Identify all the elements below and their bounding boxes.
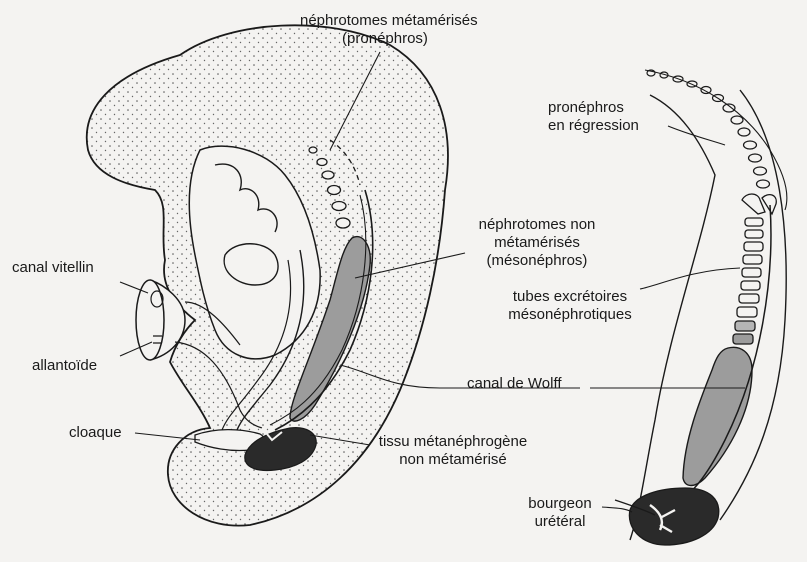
mesonephros-mass — [683, 347, 752, 485]
label-line: non métamérisé — [368, 451, 538, 469]
label-pronephros-regression: pronéphros en régression — [548, 99, 639, 135]
label-tissu-metanephrogene: tissu métanéphrogène non métamérisé — [368, 433, 538, 469]
label-bourgeon-ureteral: bourgeon urétéral — [515, 495, 605, 531]
label-line: mésonéphrotiques — [500, 306, 640, 324]
label-line: urétéral — [515, 513, 605, 531]
metanephros-right — [629, 488, 718, 545]
label-line: en régression — [548, 117, 639, 135]
label-line: métamérisés — [462, 234, 612, 252]
label-nephrotomes-non-metamerises: néphrotomes non métamérisés (mésonéphros… — [462, 216, 612, 270]
label-line: (pronéphros) — [300, 30, 470, 48]
label-canal-de-wolff: canal de Wolff — [467, 375, 562, 393]
pronephros-line — [645, 70, 787, 210]
label-line: (mésonéphros) — [462, 252, 612, 270]
label-tubes-excretoires: tubes excrétoires mésonéphrotiques — [500, 288, 640, 324]
label-cloaque: cloaque — [69, 424, 122, 442]
label-line: pronéphros — [548, 99, 639, 117]
label-line: bourgeon — [515, 495, 605, 513]
label-canal-vitellin: canal vitellin — [12, 259, 94, 277]
label-line: tissu métanéphrogène — [368, 433, 538, 451]
kidney-side-view — [615, 70, 787, 545]
label-line: tubes excrétoires — [500, 288, 640, 306]
label-allantoide: allantoïde — [32, 357, 97, 375]
label-nephrotomes-metamerises: néphrotomes métamérisés (pronéphros) — [300, 12, 470, 48]
pronephros-remnants — [647, 70, 770, 188]
label-line: néphrotomes métamérisés — [300, 12, 470, 30]
label-line: néphrotomes non — [462, 216, 612, 234]
